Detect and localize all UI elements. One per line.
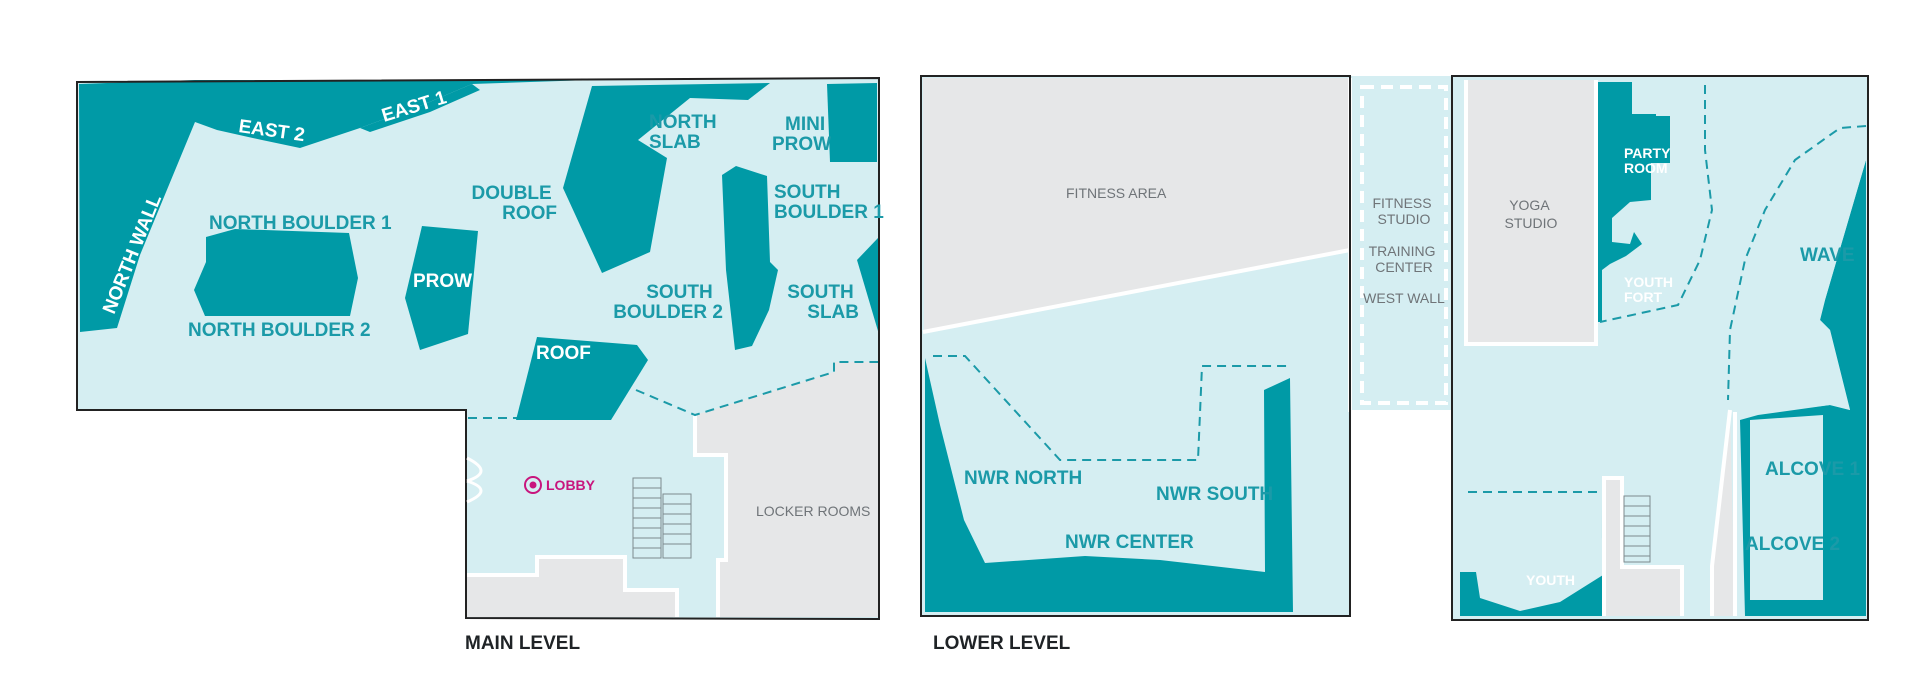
lower-level-outline <box>920 75 1351 617</box>
lobby-label: LOBBY <box>546 477 596 493</box>
lobby-door-icon <box>466 456 483 504</box>
south-boulder-2-label: SOUTH BOULDER 2 <box>613 282 723 323</box>
nwr-center-label: NWR CENTER <box>1065 532 1194 553</box>
alcove-1-label: ALCOVE 1 <box>1765 459 1860 480</box>
lower-level-floor-cutouts <box>1612 120 1866 600</box>
locker-rooms-area <box>695 362 878 617</box>
north-slab-label: NORTH SLAB <box>649 112 722 153</box>
prow-shape <box>405 226 478 350</box>
south-boulder-1-shape <box>722 166 778 350</box>
main-level-map: NORTH WALL EAST 2 EAST 1 NORTH BOULDER 1… <box>76 76 884 654</box>
party-room-shape <box>1595 82 1670 322</box>
roof-shape <box>516 337 648 420</box>
youth-fort-label: YOUTH FORT <box>1624 274 1677 305</box>
alcove-2-label: ALCOVE 2 <box>1745 534 1840 555</box>
training-center-label: TRAINING CENTER <box>1369 243 1440 275</box>
mini-prow-label: MINI PROW <box>772 114 831 155</box>
nwr-north-label: NWR NORTH <box>964 468 1082 489</box>
yoga-studio-area <box>1468 80 1594 344</box>
youth-wall-shape <box>1460 500 1604 616</box>
lobby-stairs-icon <box>632 477 692 559</box>
nwr-south-label: NWR SOUTH <box>1156 484 1273 505</box>
fitness-area-label: FITNESS AREA <box>1066 185 1167 201</box>
mini-prow-shape <box>827 83 877 162</box>
lobby-marker-icon <box>524 476 542 494</box>
double-roof-shape <box>563 83 770 273</box>
main-level-floor <box>77 78 879 619</box>
roof-label: ROOF <box>536 343 591 364</box>
east-2-wall-shape <box>195 80 590 148</box>
south-boulder-1-label: SOUTH BOULDER 1 <box>774 182 884 223</box>
north-boulder-shape <box>194 229 358 316</box>
prow-label: PROW <box>413 271 472 292</box>
main-level-partitions <box>467 415 728 617</box>
locker-rooms-label: LOCKER ROOMS <box>756 503 870 519</box>
fitness-studio-label: FITNESS STUDIO <box>1372 195 1435 227</box>
south-slab-shape <box>857 238 878 331</box>
north-boulder-2-label: NORTH BOULDER 2 <box>188 320 371 341</box>
east-1-wall-shape <box>360 84 480 132</box>
lower-stair-room <box>1604 478 1682 616</box>
training-center-outline <box>1360 85 1448 405</box>
youth-label: YOUTH <box>1526 572 1575 588</box>
main-level-dashed-boundaries <box>468 361 878 419</box>
lower-level-caption: LOWER LEVEL <box>933 633 1071 654</box>
lower-level-dashed-boundaries <box>933 85 1867 493</box>
north-wall-shape <box>79 80 195 332</box>
north-boulder-1-label: NORTH BOULDER 1 <box>209 213 392 234</box>
main-level-outline <box>76 76 880 621</box>
main-level-walls <box>79 80 878 420</box>
yoga-studio-label: YOGA STUDIO <box>1505 197 1558 231</box>
party-room-label: PARTY ROOM <box>1624 145 1674 176</box>
lower-stairs-icon <box>1623 495 1651 563</box>
wave-label: WAVE <box>1800 245 1855 266</box>
double-roof-label: DOUBLE ROOF <box>471 183 557 224</box>
south-slab-label: SOUTH SLAB <box>787 282 859 323</box>
lower-level-outline-east <box>1451 75 1869 621</box>
lower-level-map: FITNESS AREA FITNESS STUDIO TRAINING CEN… <box>920 75 1869 654</box>
main-level-caption: MAIN LEVEL <box>465 633 580 654</box>
lower-narrow-room <box>1712 410 1735 616</box>
west-wall-label: WEST WALL <box>1363 290 1445 306</box>
nwr-wall-shape <box>925 358 1293 612</box>
